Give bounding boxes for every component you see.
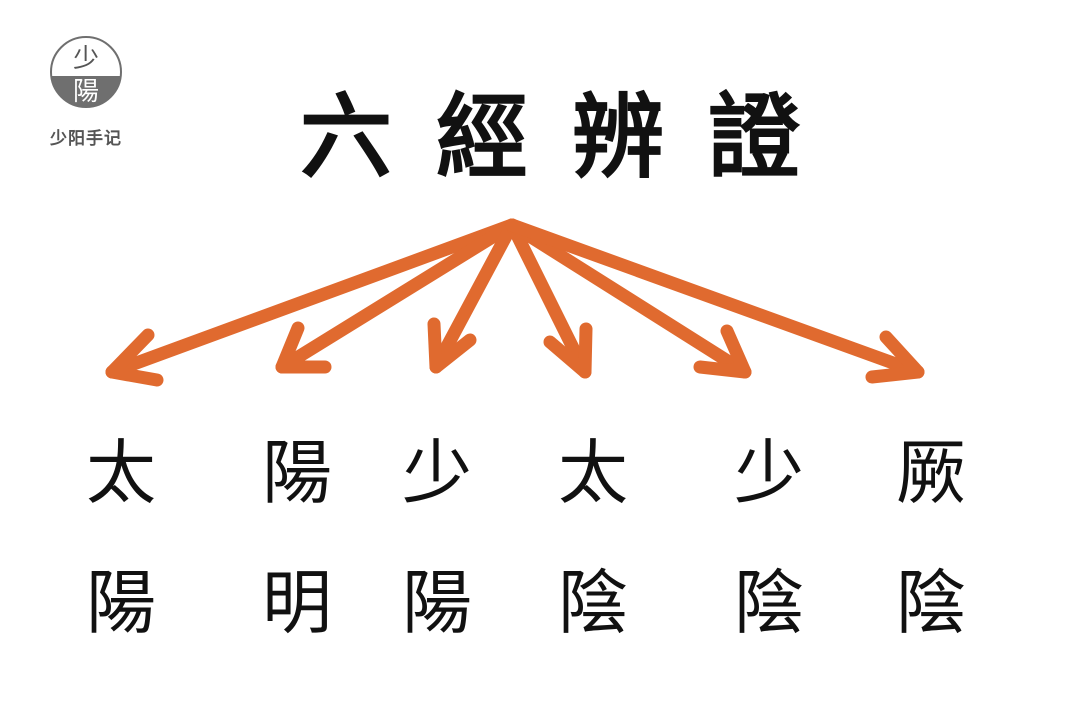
channel-yangming: 陽 明 [242, 438, 352, 638]
arrow-to-yangming [275, 218, 519, 374]
title-char: 辨 [571, 83, 664, 191]
channel-char-top: 厥 [896, 432, 966, 514]
arrow-to-jueyin [505, 218, 925, 384]
seal-logo-icon: 少 陽 [50, 36, 122, 108]
title-char: 六 [300, 83, 393, 191]
title-char: 證 [707, 83, 800, 191]
channel-char-bottom: 明 [262, 562, 332, 644]
channel-char-bottom: 陽 [402, 562, 472, 644]
arrow-to-taiyin [505, 218, 593, 379]
channel-char-bottom: 陽 [86, 562, 156, 644]
channel-char-bottom: 陰 [734, 562, 804, 644]
page-title: 六 經 辨 證 [300, 82, 800, 192]
seal-char-top: 少 [73, 44, 99, 74]
channel-shaoyin: 少 陰 [714, 438, 824, 638]
title-char: 經 [435, 83, 528, 191]
channel-char-top: 少 [402, 432, 472, 514]
channel-taiyin: 太 陰 [538, 438, 648, 638]
arrow-to-shaoyang [427, 218, 519, 374]
logo: 少 陽 少阳手记 [40, 36, 132, 156]
channel-char-top: 少 [734, 432, 804, 514]
channel-char-top: 陽 [262, 432, 332, 514]
channel-taiyang: 太 陽 [66, 438, 176, 638]
channel-char-bottom: 陰 [558, 562, 628, 644]
logo-caption: 少阳手记 [50, 129, 122, 149]
seal-char-bottom: 陽 [73, 77, 99, 107]
channel-char-bottom: 陰 [896, 562, 966, 644]
channel-char-top: 太 [86, 432, 156, 514]
arrow-to-taiyang [105, 218, 519, 387]
arrow-to-shaoyin [505, 218, 752, 379]
channel-jueyin: 厥 陰 [876, 438, 986, 638]
channel-char-top: 太 [558, 432, 628, 514]
channel-shaoyang: 少 陽 [382, 438, 492, 638]
